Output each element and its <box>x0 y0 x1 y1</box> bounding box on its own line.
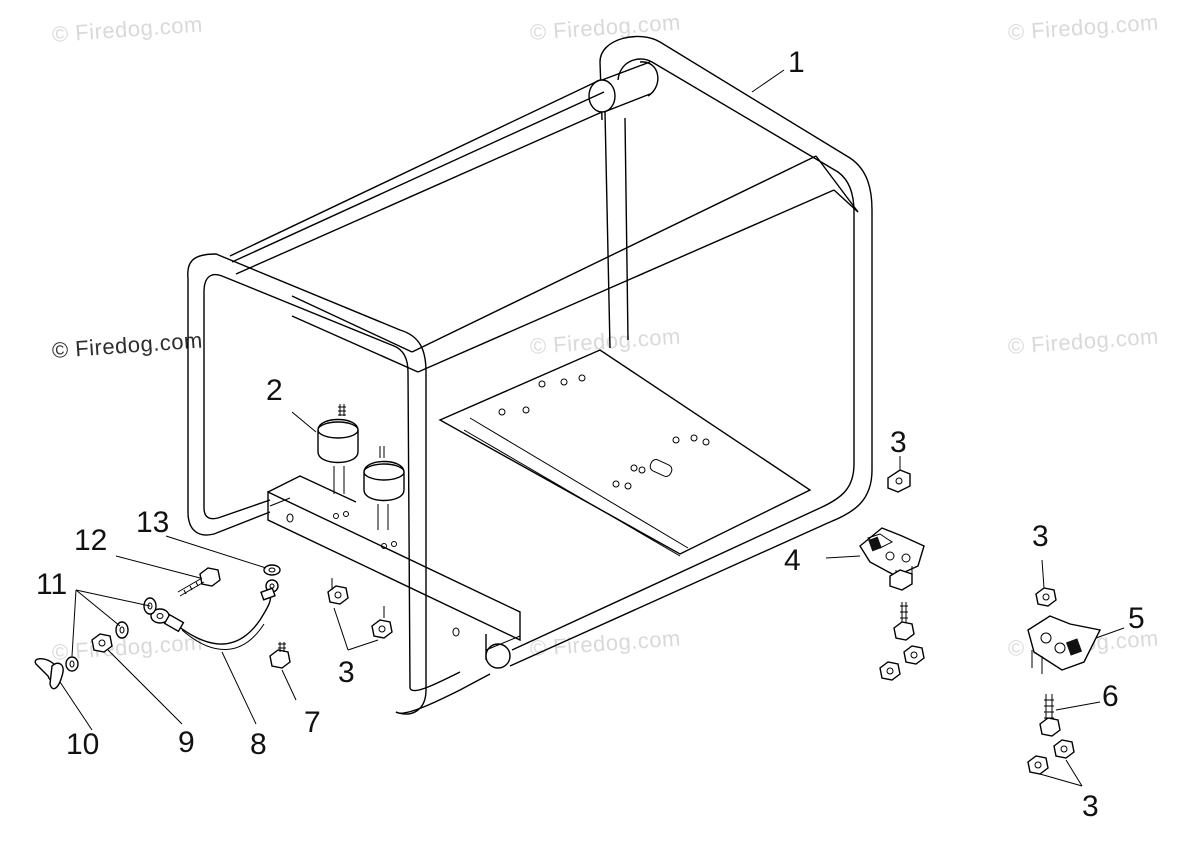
frame <box>187 35 873 715</box>
bolt-7 <box>269 642 291 669</box>
rubber-mounts <box>317 404 405 530</box>
callout-13: 13 <box>136 506 170 539</box>
callout-3: 3 <box>890 426 907 459</box>
ground-wire-assembly <box>34 564 281 690</box>
callout-3: 3 <box>1082 790 1099 823</box>
nuts-group <box>327 578 393 639</box>
callout-10: 10 <box>66 728 100 761</box>
callout-1: 1 <box>788 46 805 79</box>
callout-9: 9 <box>178 726 195 759</box>
callout-7: 7 <box>304 706 321 739</box>
callout-5: 5 <box>1128 602 1145 635</box>
leader-lines <box>59 69 1125 787</box>
bracket-5 <box>1027 587 1102 775</box>
callout-4: 4 <box>784 544 801 577</box>
callout-6: 6 <box>1102 680 1119 713</box>
callout-2: 2 <box>266 374 283 407</box>
callout-3: 3 <box>338 656 355 689</box>
callout-3: 3 <box>1032 520 1049 553</box>
callout-11: 11 <box>36 568 68 601</box>
callout-12: 12 <box>74 524 108 557</box>
bracket-4 <box>859 456 925 681</box>
callout-8: 8 <box>250 728 267 761</box>
